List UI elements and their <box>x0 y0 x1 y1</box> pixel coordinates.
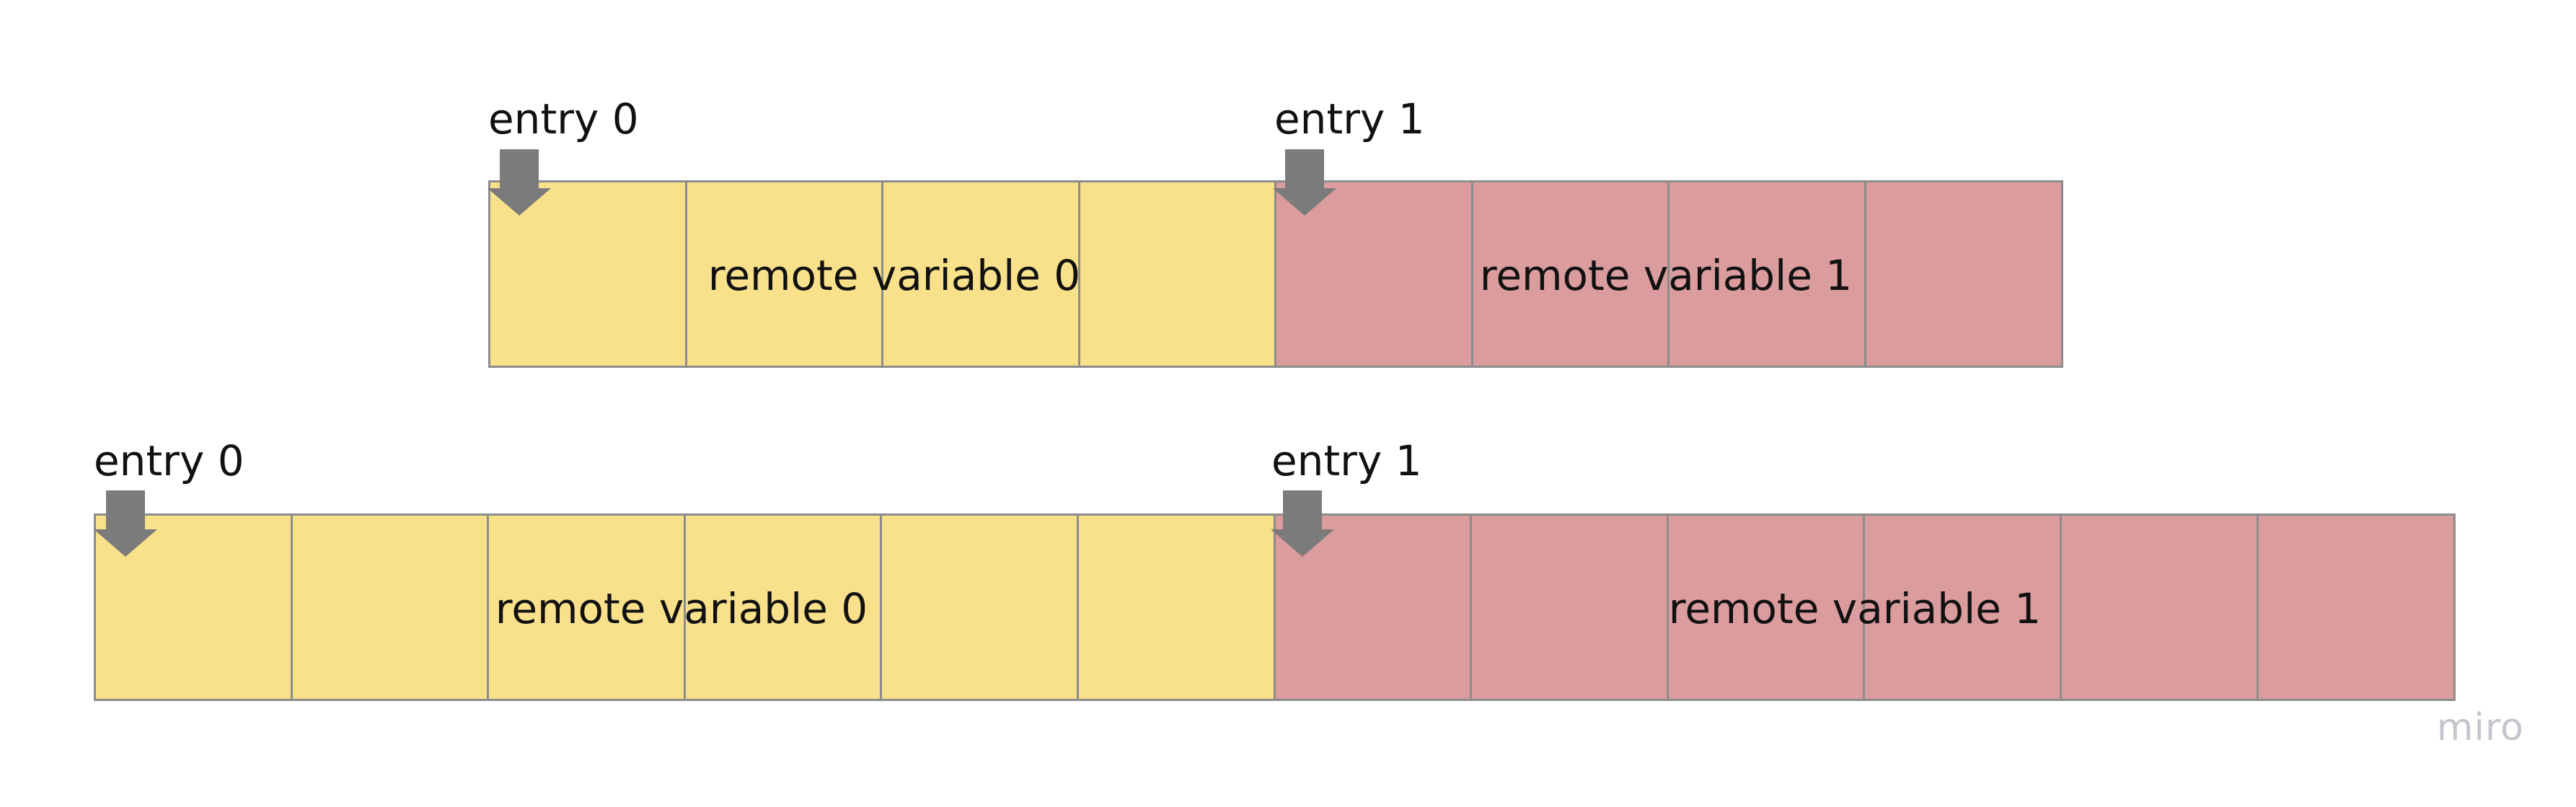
memory-cell-var0 <box>1077 513 1276 701</box>
miro-watermark: miro <box>2436 706 2524 749</box>
variable-label: remote variable 0 <box>707 251 1081 300</box>
down-arrow-shape <box>94 490 157 557</box>
down-arrow-shape <box>1271 490 1334 557</box>
variable-label: remote variable 1 <box>1668 584 2042 633</box>
down-arrow-shape <box>1273 149 1336 216</box>
down-arrow-icon <box>488 149 551 216</box>
entry-label: entry 0 <box>94 436 244 485</box>
memory-cell-var1 <box>1667 180 1866 368</box>
memory-cell-var0 <box>880 513 1079 701</box>
entry-label: entry 1 <box>1271 436 1422 485</box>
memory-cell-var1 <box>1864 180 2063 368</box>
entry-label: entry 0 <box>488 94 639 144</box>
memory-cell-var0 <box>1078 180 1277 368</box>
memory-cell-var1 <box>2060 513 2259 701</box>
variable-label: remote variable 0 <box>495 584 868 633</box>
memory-cell-var1 <box>1470 513 1669 701</box>
memory-cell-var1 <box>1667 513 1866 701</box>
down-arrow-shape <box>488 149 551 216</box>
down-arrow-icon <box>1271 490 1334 557</box>
memory-cell-var1 <box>1471 180 1670 368</box>
variable-label: remote variable 1 <box>1479 251 1853 300</box>
down-arrow-icon <box>1273 149 1336 216</box>
memory-cell-var0 <box>291 513 490 701</box>
memory-cell-var1 <box>1863 513 2062 701</box>
memory-cell-var1 <box>2257 513 2456 701</box>
entry-label: entry 1 <box>1274 94 1425 144</box>
down-arrow-icon <box>94 490 157 557</box>
